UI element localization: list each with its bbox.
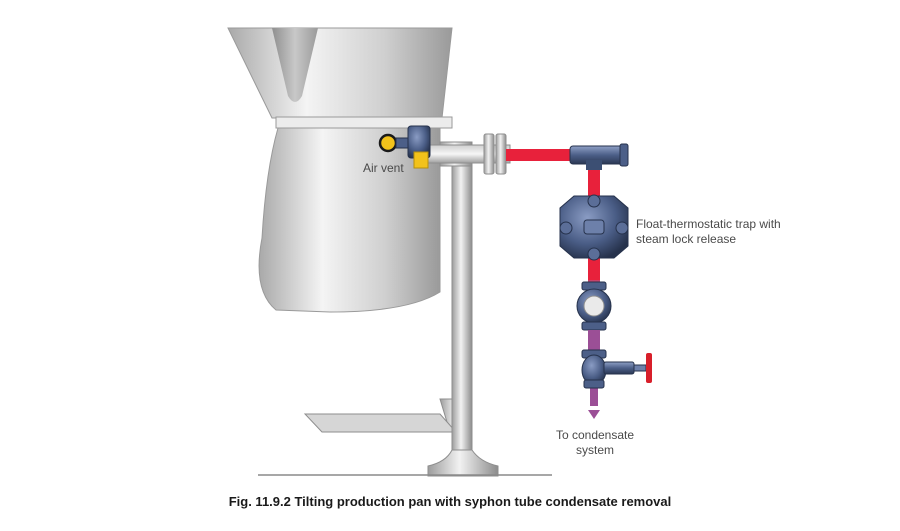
figure-caption: Fig. 11.9.2 Tilting production pan with … xyxy=(228,494,672,509)
valve-bonnet xyxy=(603,361,635,375)
trap-center-plate xyxy=(583,219,605,235)
tilting-pan xyxy=(227,27,453,313)
trap-label-line2: steam lock release xyxy=(636,232,737,246)
sight-bottom-nut xyxy=(581,321,607,331)
condensate-label-line1: To condensate xyxy=(555,428,635,442)
tee-fitting xyxy=(569,143,629,170)
tee-branch xyxy=(586,160,602,170)
steam-pipe-horizontal xyxy=(506,149,572,161)
post-foot xyxy=(427,449,499,477)
isolation-valve xyxy=(581,349,652,389)
trap-bolt-top xyxy=(587,194,601,208)
air-vent xyxy=(378,125,431,169)
condensate-label-line2: system xyxy=(575,443,614,457)
condensate-arrow xyxy=(588,410,600,419)
pan-upper-wall xyxy=(227,27,453,119)
valve-bottom-nut xyxy=(583,379,605,389)
vent-yellow-cap xyxy=(413,151,429,169)
steam-pipe-drop xyxy=(588,166,600,198)
trap-bolt-bottom xyxy=(587,247,601,261)
steam-pipe-after-trap xyxy=(588,258,600,284)
trap-label-line1: Float-thermostatic trap with xyxy=(636,217,781,231)
steam-pipe xyxy=(506,149,600,284)
flange-left xyxy=(483,133,495,175)
air-vent-label: Air vent xyxy=(363,161,404,175)
support-post xyxy=(451,141,473,461)
flange-right xyxy=(495,133,507,175)
sight-glass xyxy=(576,280,612,331)
float-thermostatic-trap xyxy=(559,194,629,261)
pan-jacket xyxy=(258,127,441,313)
trap-bolt-right xyxy=(615,221,629,235)
valve-handwheel xyxy=(646,353,652,383)
vent-ring xyxy=(378,133,398,153)
pan-inner-shadow xyxy=(272,28,318,102)
condensate-pipe-lower xyxy=(590,386,598,406)
tee-cap xyxy=(619,143,629,167)
pan-foot xyxy=(303,413,458,433)
trap-bolt-left xyxy=(559,221,573,235)
valve-stem xyxy=(633,364,647,372)
sight-window xyxy=(583,295,605,317)
